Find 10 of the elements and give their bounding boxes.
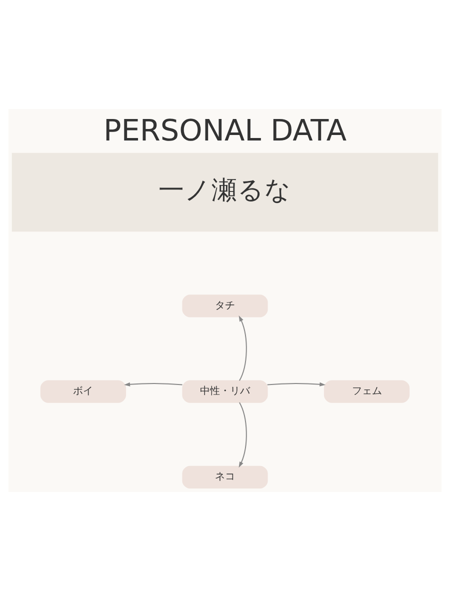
arrow	[238, 315, 247, 381]
arrow	[266, 382, 326, 386]
arrow	[124, 382, 183, 386]
arrow	[238, 401, 247, 468]
diagram-title: PERSONAL DATA	[103, 113, 347, 148]
node-box: フェム	[324, 380, 410, 402]
node-box: ネコ	[182, 465, 268, 488]
node-box: 中性・リバ	[182, 380, 268, 402]
node-box: タチ	[182, 294, 268, 317]
node-box: ボイ	[40, 380, 126, 402]
